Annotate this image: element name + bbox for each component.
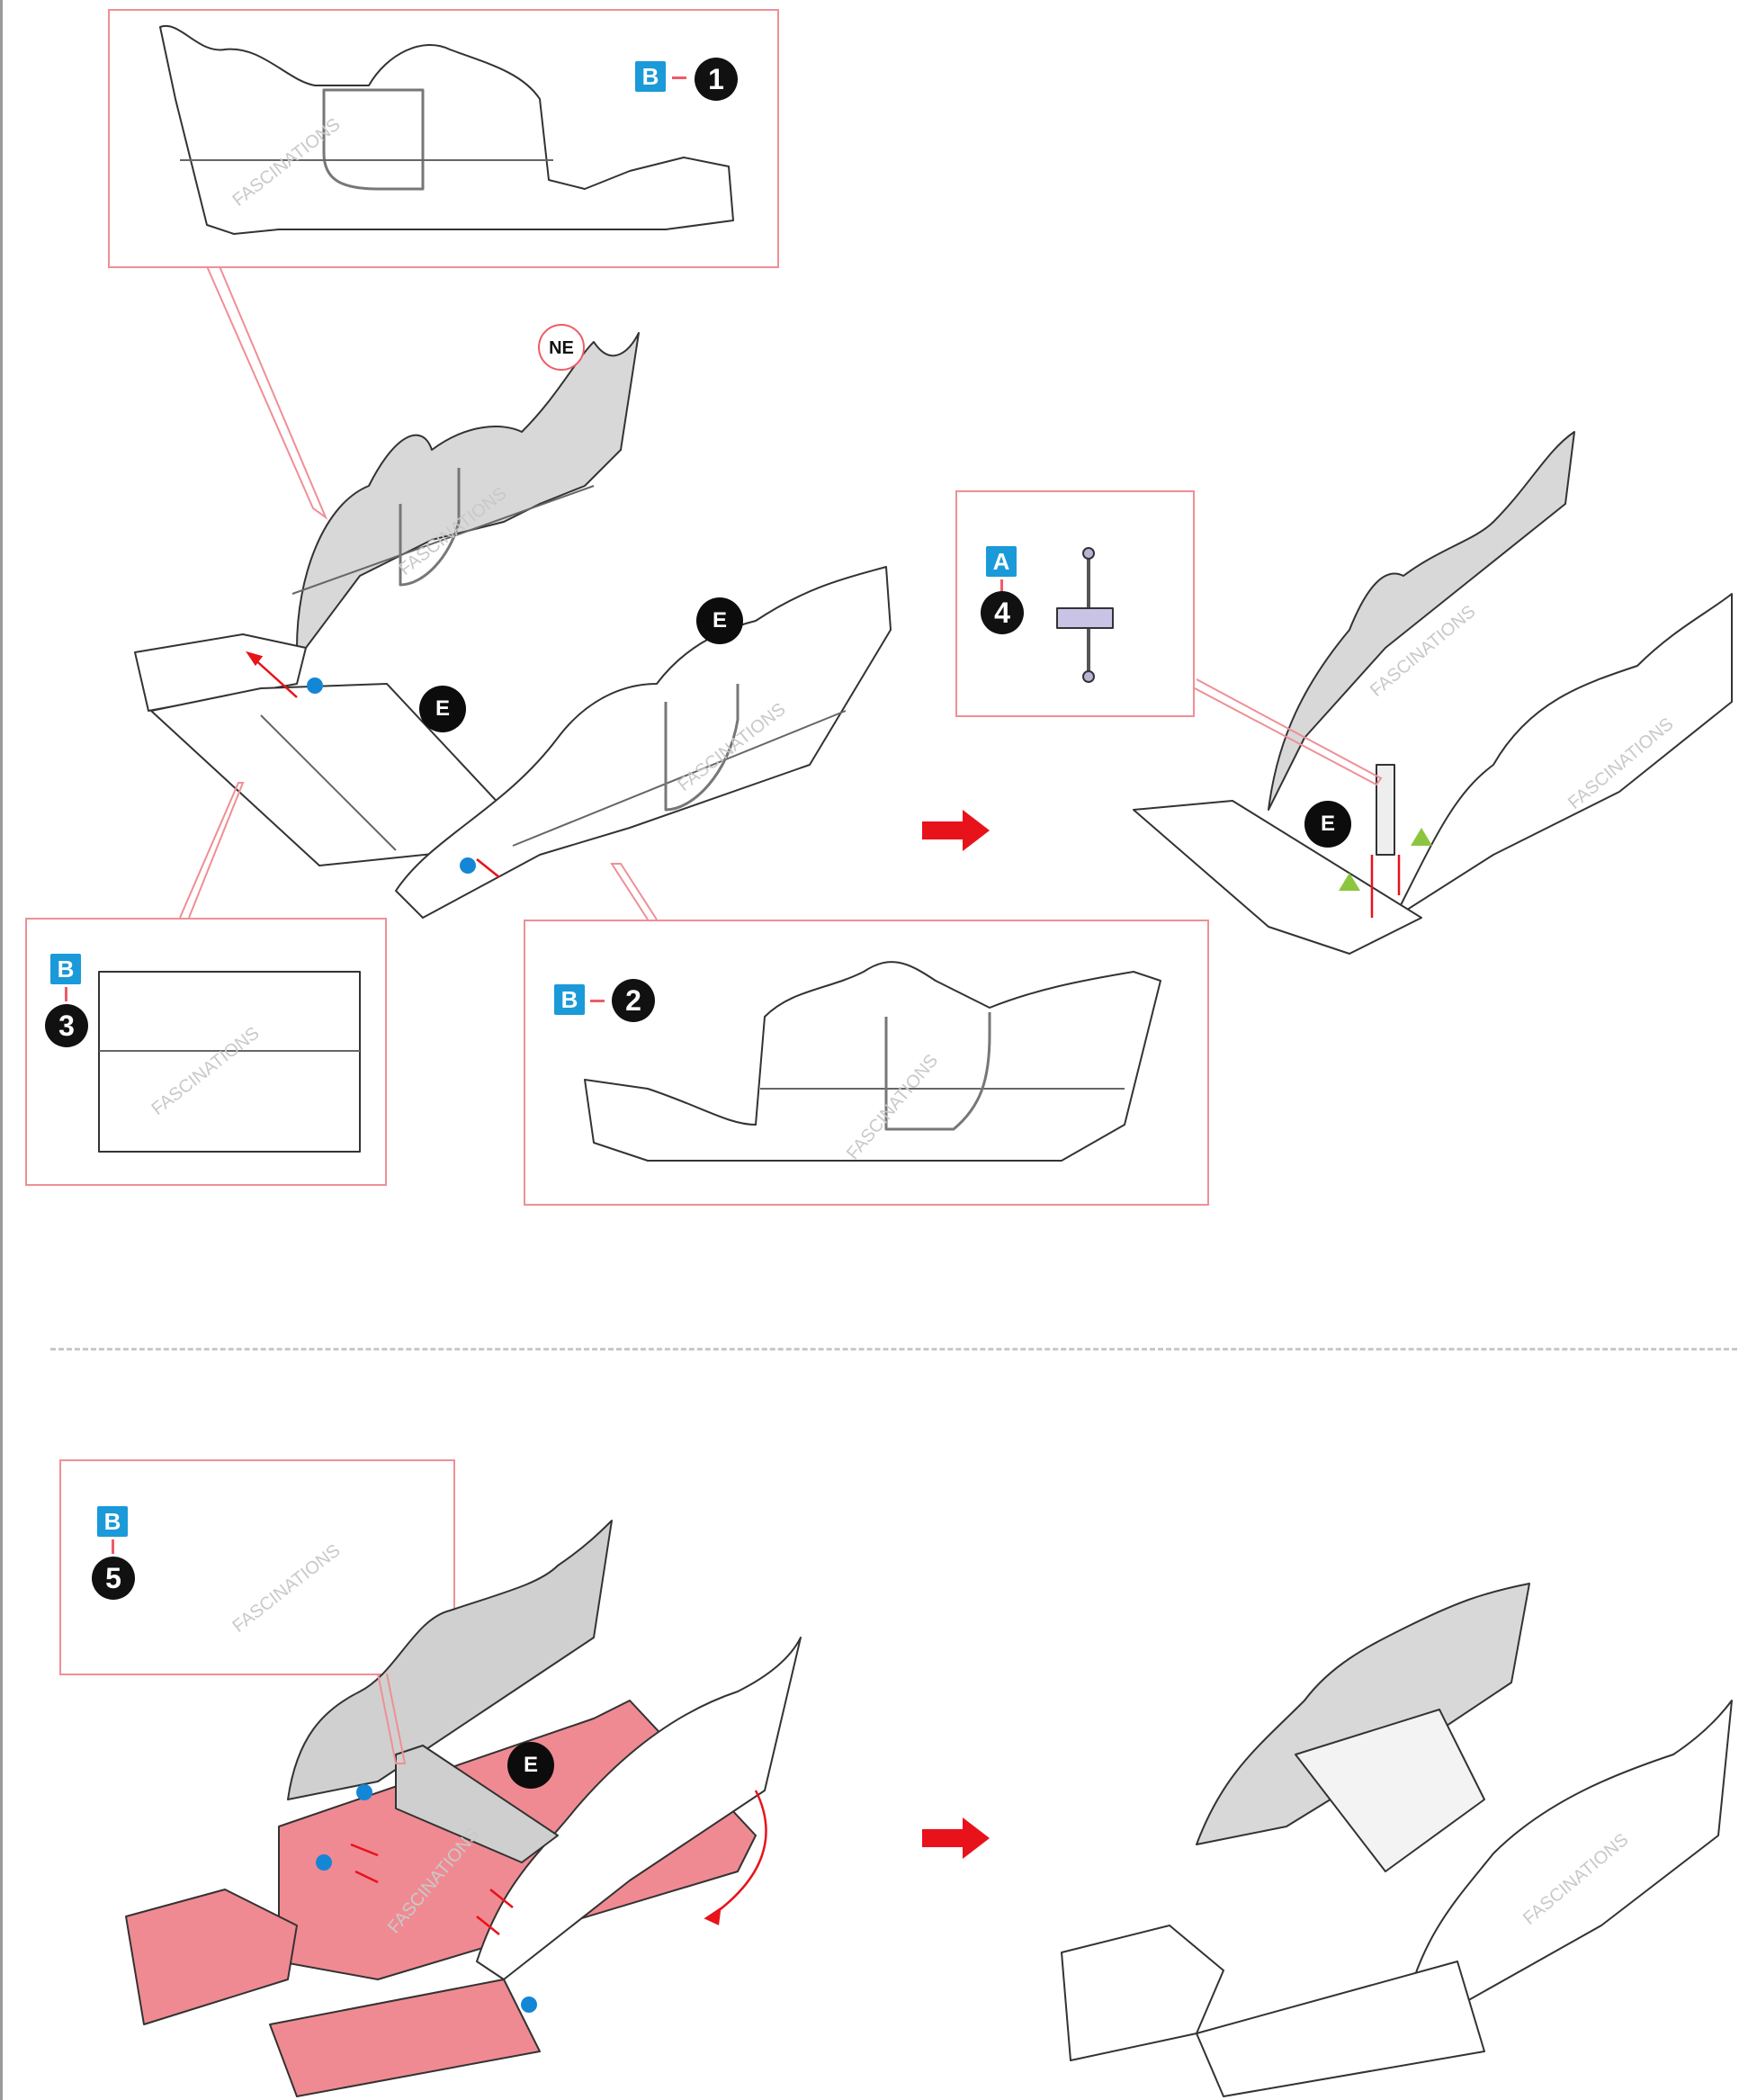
next-step-arrow-2: [922, 1817, 990, 1859]
sheet-tag-b1: B: [635, 61, 666, 92]
part-b1-curve: [322, 88, 425, 191]
base-flange-bottom-left: [125, 1889, 298, 2025]
sheet-tag-b5: B: [97, 1506, 128, 1537]
base-flange-left: [134, 633, 307, 712]
ne-marker: NE: [538, 324, 585, 371]
part-number-5: 5: [92, 1557, 135, 1600]
assembly-step2-front: [476, 1637, 802, 1980]
tag-connector-b2: [590, 1000, 605, 1002]
part-number-4: 4: [981, 591, 1024, 634]
sheet-tag-b2: B: [554, 984, 585, 1015]
tag-connector-b1: [672, 76, 686, 79]
sheet-tag-b3: B: [50, 954, 81, 984]
part-number-2: 2: [612, 979, 655, 1022]
part-b1-outline: [159, 24, 734, 235]
part-frame-a4: A 4: [955, 490, 1195, 717]
assembly-step1-front: [1394, 593, 1733, 919]
base-flange-bottom-right: [1061, 1925, 1224, 2061]
sheet-tag-a4: A: [986, 546, 1017, 577]
seat-panel-back: [296, 332, 640, 649]
part-frame-b2: B 2: [524, 920, 1209, 1206]
part-b2-outline: [584, 961, 1161, 1162]
part-a4-strut: [1056, 547, 1114, 683]
assembly-step1-back: [1268, 431, 1575, 811]
part-frame-b1: B 1: [108, 9, 779, 268]
part-number-3: 3: [45, 1004, 88, 1047]
assembly-step3-front: [1403, 1700, 1733, 2016]
tag-connector-a4: [1000, 579, 1003, 592]
glue-badge-1: E: [419, 686, 466, 732]
assembly-step2-back: [287, 1520, 613, 1800]
part-number-1: 1: [695, 58, 738, 101]
part-frame-b5: B 5: [59, 1459, 455, 1675]
assembly-step1-floor: [1133, 800, 1422, 955]
section-divider: [50, 1348, 1737, 1351]
next-step-arrow-1: [922, 810, 990, 851]
frame-leaders: [179, 265, 1383, 1764]
tag-connector-b3: [65, 987, 67, 1001]
glue-badge-3: E: [1304, 801, 1351, 848]
assembly-step3-box: [1295, 1709, 1485, 1872]
glue-dots: [307, 678, 537, 2013]
assembly-step2-box: [395, 1745, 559, 1863]
glue-badge-2: E: [696, 597, 743, 644]
svg-text:FASCINATIONS: FASCINATIONS: [229, 1540, 345, 1637]
part-b3-outline: [98, 971, 361, 1153]
assembly-step3-back: [1196, 1583, 1530, 1845]
glue-badge-4: E: [507, 1742, 554, 1789]
tag-connector-b5: [112, 1539, 114, 1554]
part-frame-b3: B 3: [25, 918, 387, 1186]
seat-panel-front: [395, 566, 892, 919]
alignment-triangles: [1339, 828, 1432, 891]
attach-arrows: [246, 651, 1401, 1935]
page-edge: [0, 0, 3, 2100]
